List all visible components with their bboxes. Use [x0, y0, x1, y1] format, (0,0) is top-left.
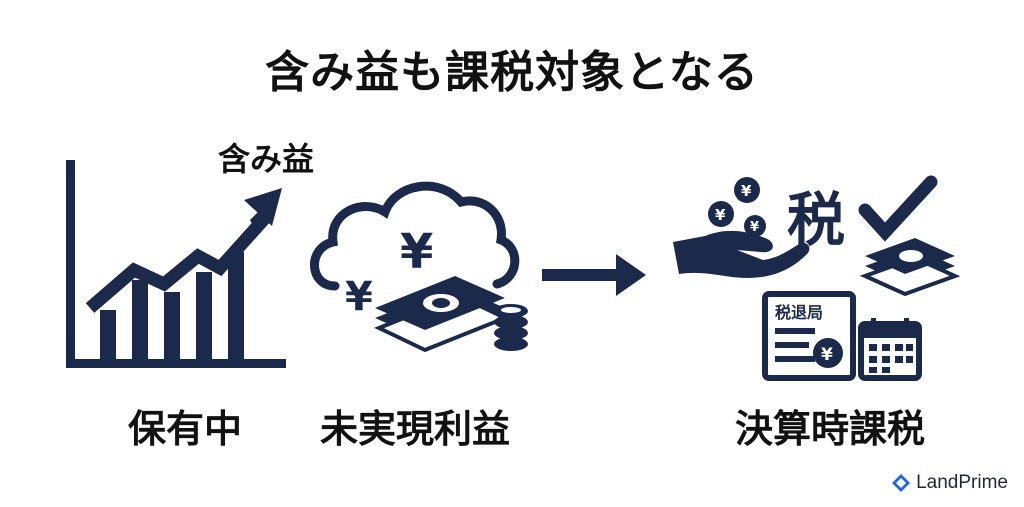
svg-text:¥: ¥: [750, 220, 759, 235]
arrow-right-icon: [542, 254, 646, 296]
yen-symbol-large: ¥: [400, 224, 433, 280]
svg-text:税退局: 税退局: [775, 303, 823, 322]
cash-stack-icon: [374, 276, 510, 353]
unrealized-gain-caption: 含み益: [218, 140, 315, 178]
svg-text:¥: ¥: [715, 206, 726, 224]
yen-symbol-small: ¥: [345, 274, 373, 320]
checkmark-icon: [858, 175, 938, 242]
cloud-icon: [310, 181, 520, 291]
svg-text:¥: ¥: [741, 182, 752, 200]
unrealized-profit-icon: ¥ ¥: [310, 181, 528, 353]
cash-stack-icon: [859, 238, 961, 297]
calendar-icon: [858, 318, 922, 381]
coin-stack-icon: [494, 304, 528, 351]
brand-logo-icon: [892, 474, 911, 492]
svg-text:¥: ¥: [821, 345, 833, 365]
brand-name: LandPrime: [916, 472, 1008, 493]
settlement-tax-label: 決算時課税: [734, 407, 925, 451]
tax-character: 税: [787, 186, 845, 254]
page-title: 含み益も課税対象となる: [265, 47, 759, 98]
rising-chart-icon: [66, 160, 286, 368]
hand-coins-icon: ¥ ¥ ¥: [673, 177, 810, 278]
holding-label: 保有中: [127, 407, 242, 451]
tax-at-settlement-icon: ¥ ¥ ¥ 税 税退局 ¥: [673, 175, 961, 381]
tax-document-icon: 税退局 ¥: [762, 291, 856, 381]
unrealized-profit-label: 未実現利益: [319, 407, 510, 451]
brand-logo: LandPrime: [892, 472, 1008, 494]
